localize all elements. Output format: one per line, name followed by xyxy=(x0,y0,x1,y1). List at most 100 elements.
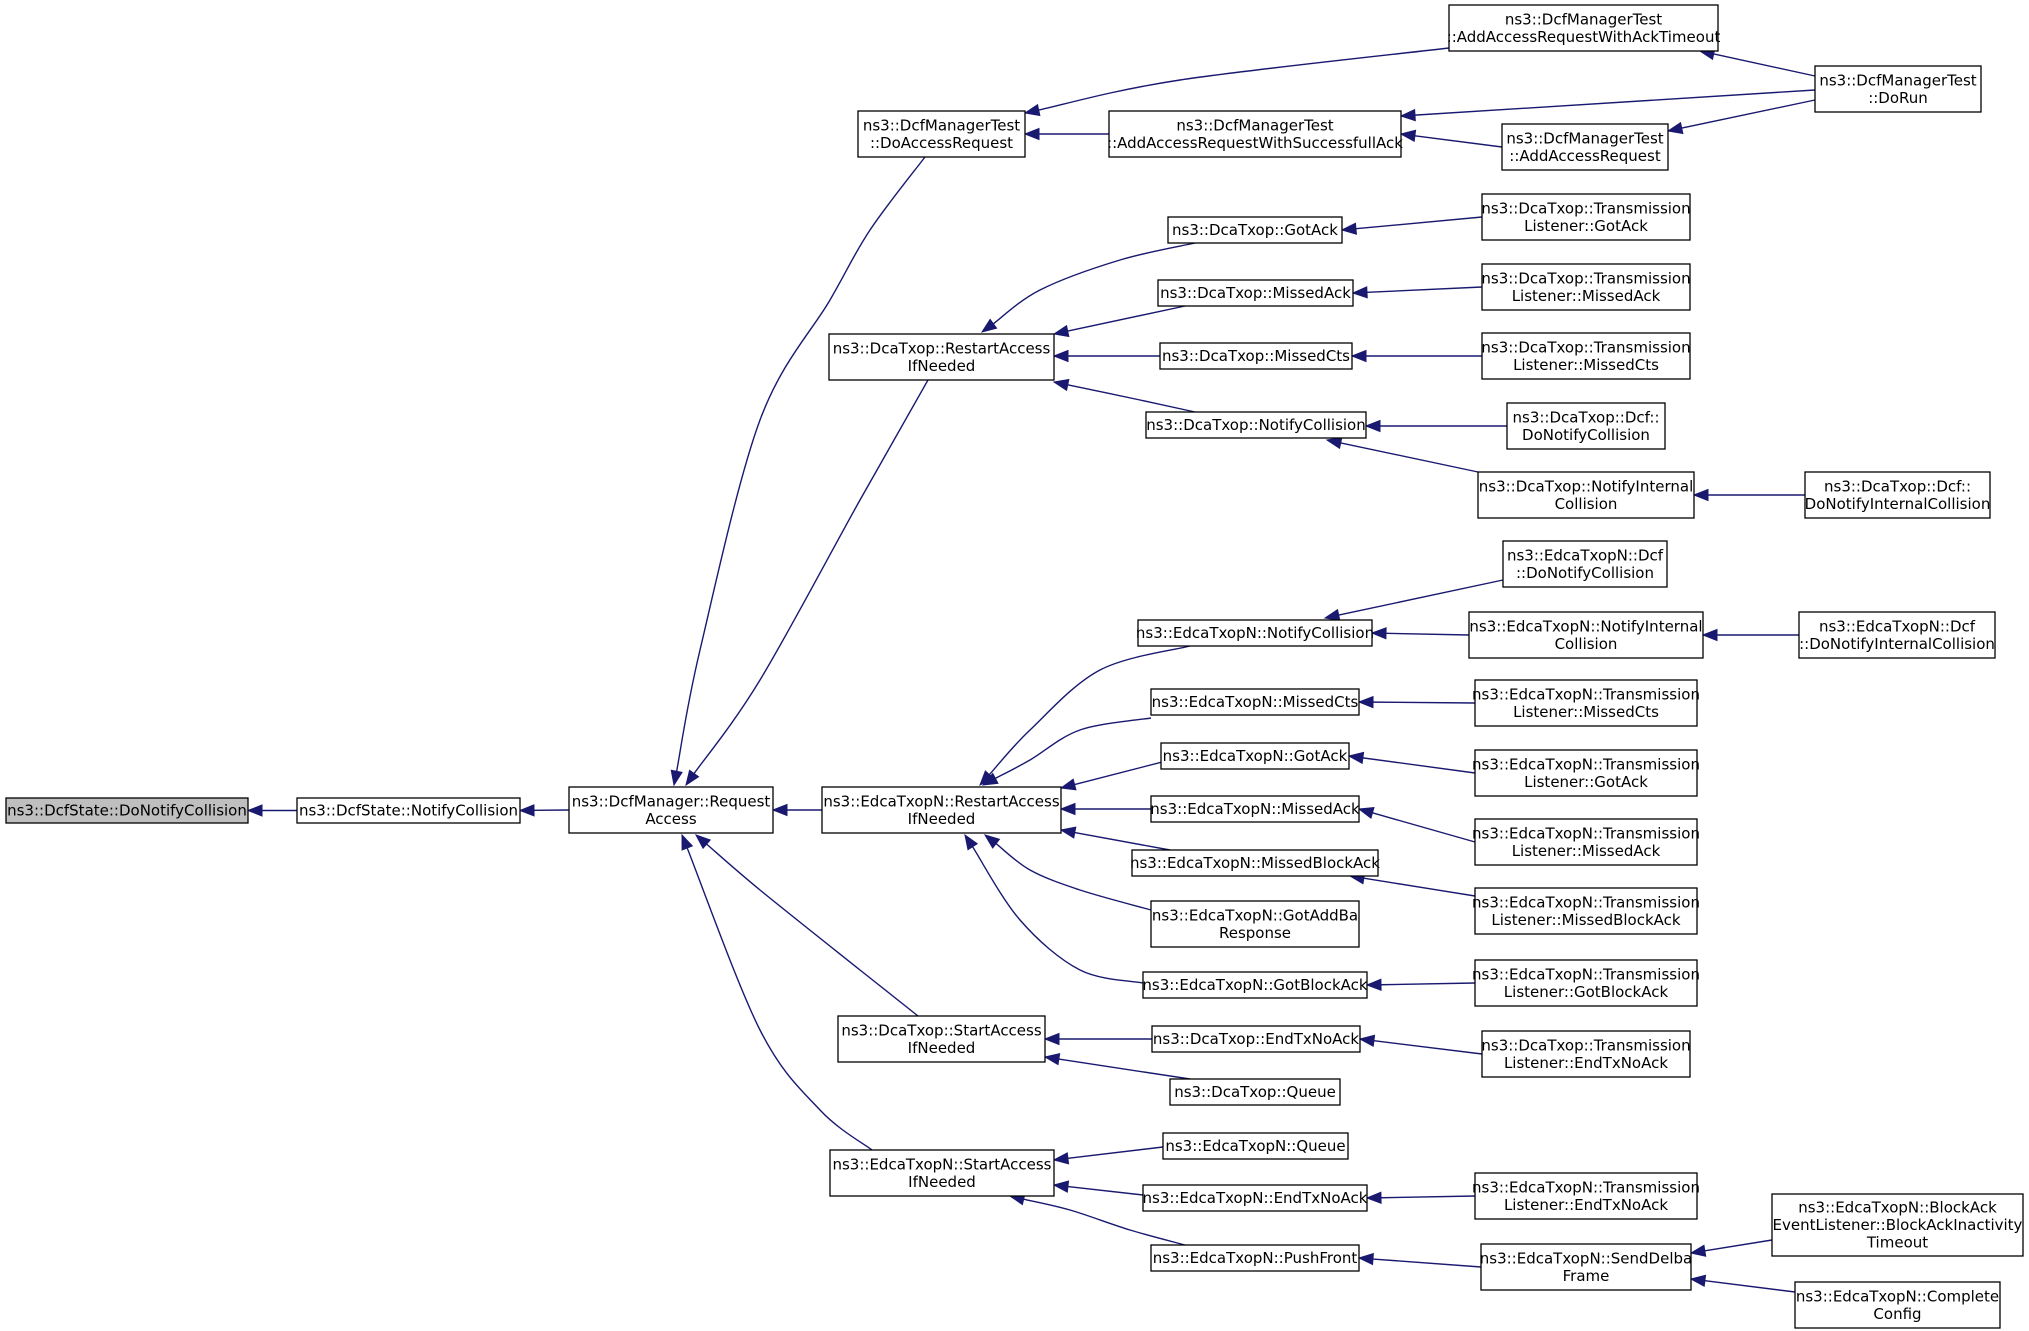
edge-arrowhead xyxy=(1052,1180,1070,1193)
node-box xyxy=(1771,1193,2024,1257)
node-box xyxy=(1481,193,1691,241)
node-dca-got-ack[interactable]: ns3::DcaTxop::GotAck xyxy=(1167,216,1343,244)
edge-edca-tl-got-block-ack-to-edca-got-block-ack xyxy=(1365,978,1476,991)
node-edca-got-ack[interactable]: ns3::EdcaTxopN::GotAck xyxy=(1160,742,1350,770)
node-edca-notify-internal-collision[interactable]: ns3::EdcaTxopN::NotifyInternalCollision xyxy=(1468,611,1704,659)
node-dca-missed-ack[interactable]: ns3::DcaTxop::MissedAck xyxy=(1157,279,1354,307)
node-dca-notify-internal-collision[interactable]: ns3::DcaTxop::NotifyInternalCollision xyxy=(1477,471,1695,519)
node-edca-dcf-do-notify-internal-collision[interactable]: ns3::EdcaTxopN::Dcf::DoNotifyInternalCol… xyxy=(1798,611,1996,659)
node-label: ns3::EdcaTxopN::GotAddBa xyxy=(1152,906,1358,924)
node-dca-missed-cts[interactable]: ns3::DcaTxop::MissedCts xyxy=(1159,342,1353,370)
edge-arrowhead xyxy=(981,772,999,786)
node-edca-tl-missed-block-ack[interactable]: ns3::EdcaTxopN::TransmissionListener::Mi… xyxy=(1472,887,1700,935)
node-dca-dcf-do-notify-collision[interactable]: ns3::DcaTxop::Dcf::DoNotifyCollision xyxy=(1506,402,1666,450)
edges-layer xyxy=(246,47,1816,1293)
node-box xyxy=(1794,1281,2001,1329)
edge-arrowhead xyxy=(685,769,700,787)
edge-line xyxy=(1067,384,1196,413)
node-box xyxy=(1150,900,1360,948)
node-dca-tl-missed-cts[interactable]: ns3::DcaTxop::TransmissionListener::Miss… xyxy=(1481,332,1691,380)
edge-arrowhead xyxy=(1052,324,1070,338)
node-dca-end-tx-no-ack[interactable]: ns3::DcaTxop::EndTxNoAck xyxy=(1151,1025,1361,1053)
node-edca-missed-block-ack[interactable]: ns3::EdcaTxopN::MissedBlockAck xyxy=(1130,849,1380,877)
node-add-access-request[interactable]: ns3::DcfManagerTest::AddAccessRequest xyxy=(1501,123,1669,171)
node-label: Listener::MissedCts xyxy=(1513,356,1659,374)
node-do-run[interactable]: ns3::DcfManagerTest::DoRun xyxy=(1814,65,1982,113)
node-edca-tl-missed-ack[interactable]: ns3::EdcaTxopN::TransmissionListener::Mi… xyxy=(1472,818,1700,866)
edge-line xyxy=(1385,632,1470,636)
node-label: ::AddAccessRequestWithSuccessfullAck xyxy=(1107,134,1403,152)
node-box xyxy=(1474,959,1698,1007)
node-label: Listener::GotBlockAck xyxy=(1504,983,1669,1001)
node-add-access-request-with-successfull-ack[interactable]: ns3::DcfManagerTest::AddAccessRequestWit… xyxy=(1107,110,1403,158)
edge-arrowhead xyxy=(964,833,979,851)
edge-dca-tl-missed-ack-to-dca-missed-ack xyxy=(1351,286,1483,299)
edge-edca-dcf-do-notify-collision-to-edca-notify-collision xyxy=(1323,579,1504,622)
edge-line xyxy=(693,379,929,774)
node-label: ns3::EdcaTxopN::RestartAccess xyxy=(823,792,1059,810)
edge-line xyxy=(1074,831,1171,851)
node-label: ns3::DcaTxop::Queue xyxy=(1174,1083,1336,1101)
node-dca-notify-collision[interactable]: ns3::DcaTxop::NotifyCollision xyxy=(1145,411,1367,439)
node-dca-tl-got-ack[interactable]: ns3::DcaTxop::TransmissionListener::GotA… xyxy=(1481,193,1691,241)
node-edca-dcf-do-notify-collision[interactable]: ns3::EdcaTxopN::Dcf::DoNotifyCollision xyxy=(1502,540,1668,588)
edge-arrowhead xyxy=(1340,222,1358,235)
node-edca-tl-missed-cts[interactable]: ns3::EdcaTxopN::TransmissionListener::Mi… xyxy=(1472,679,1700,727)
node-label: ns3::DcaTxop::Transmission xyxy=(1481,1036,1690,1054)
node-label: ns3::DcfManagerTest xyxy=(863,116,1020,134)
node-dca-tl-missed-ack[interactable]: ns3::DcaTxop::TransmissionListener::Miss… xyxy=(1481,263,1691,311)
node-box xyxy=(837,1015,1046,1063)
edge-line xyxy=(706,843,919,1017)
node-edca-queue[interactable]: ns3::EdcaTxopN::Queue xyxy=(1162,1132,1349,1160)
node-label: ::AddAccessRequestWithAckTimeout xyxy=(1447,28,1721,46)
edge-arrowhead xyxy=(1358,1034,1376,1047)
node-label: ns3::EdcaTxopN::Dcf xyxy=(1507,546,1664,564)
node-notify-collision[interactable]: ns3::DcfState::NotifyCollision xyxy=(296,797,521,824)
node-label: Listener::MissedAck xyxy=(1512,287,1661,305)
node-edca-missed-ack[interactable]: ns3::EdcaTxopN::MissedAck xyxy=(1150,795,1360,823)
node-edca-got-block-ack[interactable]: ns3::EdcaTxopN::GotBlockAck xyxy=(1142,971,1368,999)
edge-arrowhead xyxy=(1052,378,1070,392)
node-box xyxy=(1150,1244,1360,1272)
edge-arrowhead xyxy=(771,803,788,817)
node-edca-tl-got-ack[interactable]: ns3::EdcaTxopN::TransmissionListener::Go… xyxy=(1472,749,1700,797)
node-label: DoNotifyCollision xyxy=(1522,426,1650,444)
node-label: ns3::DcaTxop::MissedAck xyxy=(1160,284,1351,302)
node-label: Access xyxy=(645,810,697,828)
node-box xyxy=(1506,402,1666,450)
node-box xyxy=(857,110,1026,158)
node-edca-tl-end-tx-no-ack[interactable]: ns3::EdcaTxopN::TransmissionListener::En… xyxy=(1472,1172,1700,1220)
edge-line xyxy=(1372,1258,1482,1268)
node-edca-notify-collision[interactable]: ns3::EdcaTxopN::NotifyCollision xyxy=(1136,619,1374,647)
edge-arrowhead xyxy=(246,804,263,817)
node-root[interactable]: ns3::DcfState::DoNotifyCollision xyxy=(5,797,249,824)
edge-line xyxy=(1366,286,1483,294)
node-do-access-request[interactable]: ns3::DcfManagerTest::DoAccessRequest xyxy=(857,110,1026,158)
node-dca-tl-end-tx-no-ack[interactable]: ns3::DcaTxop::TransmissionListener::EndT… xyxy=(1481,1030,1691,1078)
node-edca-block-ack-inactivity-timeout[interactable]: ns3::EdcaTxopN::BlockAckEventListener::B… xyxy=(1771,1193,2024,1257)
edge-line xyxy=(675,156,926,772)
edge-arrowhead xyxy=(980,318,998,333)
node-dca-dcf-do-notify-internal-collision[interactable]: ns3::DcaTxop::Dcf::DoNotifyInternalColli… xyxy=(1804,471,1991,519)
node-label: EventListener::BlockAckInactivity xyxy=(1773,1216,2023,1234)
edge-dca-start-access-to-request-access xyxy=(694,834,919,1017)
node-add-access-request-with-ack-timeout[interactable]: ns3::DcfManagerTest::AddAccessRequestWit… xyxy=(1447,4,1721,52)
node-dca-queue[interactable]: ns3::DcaTxop::Queue xyxy=(1169,1078,1341,1106)
node-edca-end-tx-no-ack[interactable]: ns3::EdcaTxopN::EndTxNoAck xyxy=(1142,1184,1368,1212)
node-edca-push-front[interactable]: ns3::EdcaTxopN::PushFront xyxy=(1150,1244,1360,1272)
node-label: Listener::GotAck xyxy=(1524,773,1648,791)
node-edca-tl-got-block-ack[interactable]: ns3::EdcaTxopN::TransmissionListener::Go… xyxy=(1472,959,1700,1007)
edge-arrowhead xyxy=(1059,826,1077,839)
edge-line xyxy=(1713,53,1816,77)
node-edca-missed-cts[interactable]: ns3::EdcaTxopN::MissedCts xyxy=(1150,688,1360,716)
node-box xyxy=(1474,679,1698,727)
node-box xyxy=(1167,216,1343,244)
